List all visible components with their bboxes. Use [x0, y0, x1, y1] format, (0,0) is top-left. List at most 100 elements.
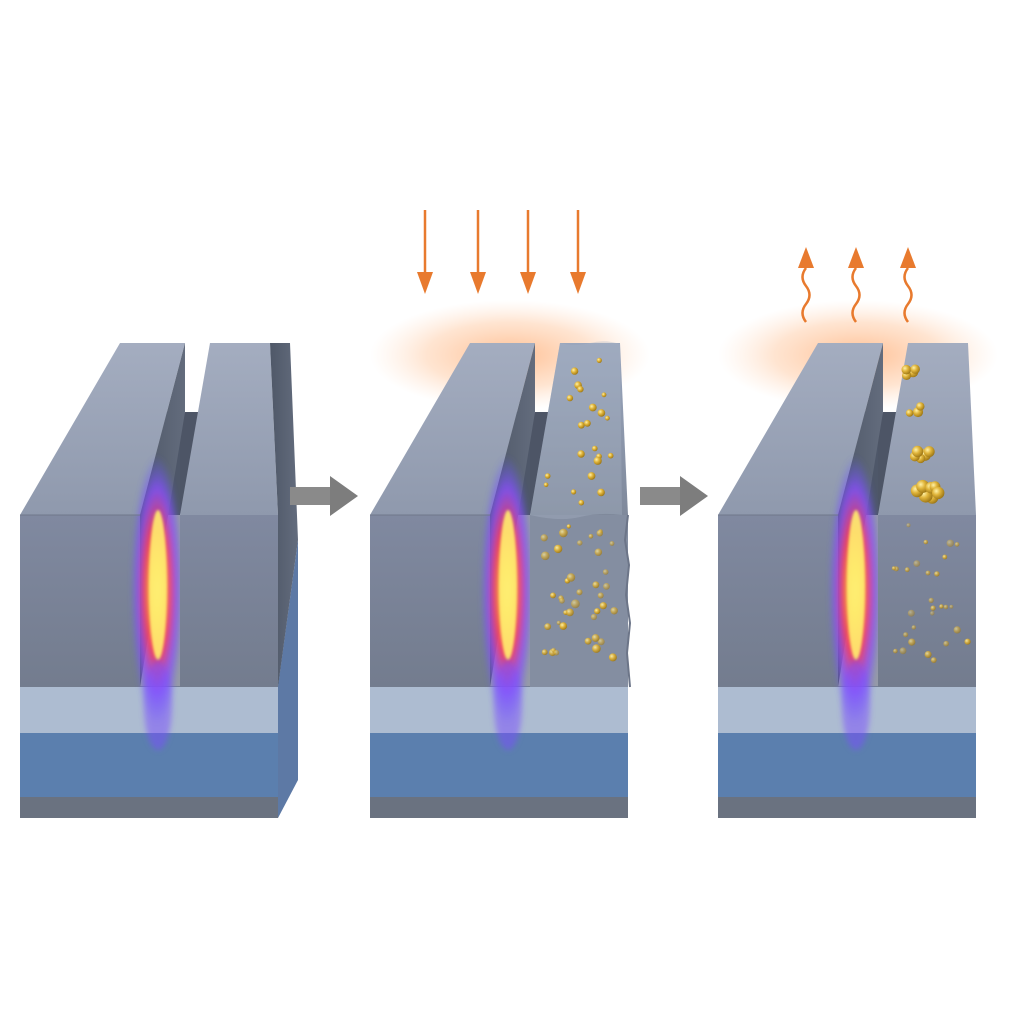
up-wavy-arrows [798, 247, 916, 323]
particle [928, 597, 934, 604]
particle [541, 551, 550, 561]
wavy-arrow-shaft [801, 267, 811, 323]
particle [596, 357, 602, 363]
blue-layer [20, 733, 278, 797]
base-layer [20, 797, 278, 818]
particle [594, 608, 601, 615]
particle [934, 571, 940, 577]
particle [597, 488, 605, 497]
stage-annealed [718, 247, 998, 818]
particle [566, 573, 576, 582]
particle [577, 421, 585, 429]
particle [949, 604, 954, 609]
particle [584, 637, 592, 645]
particle [930, 611, 935, 616]
particle [592, 644, 601, 653]
particle [602, 569, 609, 575]
transition-arrow-1 [290, 476, 358, 516]
particle [578, 499, 585, 506]
particle [610, 607, 618, 615]
right-block-top [180, 343, 278, 515]
particle [899, 647, 907, 655]
particle [609, 541, 615, 546]
particle [590, 613, 597, 621]
particle [594, 548, 603, 556]
mode-tail [144, 660, 172, 750]
left-block-front [370, 515, 490, 687]
particle [891, 566, 896, 571]
particle [566, 394, 574, 402]
porous-texture [530, 341, 622, 520]
particle [541, 649, 548, 656]
particle [954, 542, 960, 547]
down-arrow-head [520, 272, 536, 294]
transition-arrow-head [680, 476, 708, 516]
blue-layer [718, 733, 976, 797]
left-block-front [718, 515, 838, 687]
transition-arrow-shaft [640, 487, 684, 505]
left-block-top [718, 343, 883, 515]
particle [559, 622, 568, 630]
particle [601, 392, 607, 398]
particle [570, 367, 579, 375]
down-arrows [417, 210, 586, 294]
particle [924, 651, 932, 658]
particle [597, 638, 605, 646]
optical-mode-glow [829, 455, 881, 750]
particle [597, 409, 606, 417]
left-block-top [370, 343, 535, 515]
particle [592, 581, 600, 589]
down-arrow-head [417, 272, 433, 294]
mode-core [499, 510, 517, 660]
mode-tail [494, 660, 522, 750]
particle [964, 638, 971, 645]
particle [588, 534, 594, 539]
mode-core [847, 510, 865, 660]
particle [923, 539, 928, 545]
particle [566, 524, 571, 529]
wavy-arrow-shaft [903, 267, 913, 323]
porous-edge [623, 514, 632, 688]
particle [953, 626, 961, 634]
particle [588, 403, 597, 412]
mode-core [149, 510, 167, 660]
particle [906, 523, 911, 528]
optical-mode-glow [131, 455, 183, 750]
particle [905, 409, 914, 417]
particle [930, 657, 937, 663]
substrate-side [278, 540, 298, 818]
stage-infiltrated [370, 210, 650, 818]
particle [925, 570, 931, 576]
left-block-front [20, 515, 140, 687]
blue-layer [370, 733, 628, 797]
particle [904, 567, 910, 573]
particle [556, 620, 561, 626]
right-block-top [530, 343, 628, 515]
particle [577, 386, 584, 393]
transition-arrow-head [330, 476, 358, 516]
particle [597, 592, 604, 599]
particle [608, 653, 617, 662]
wavy-arrow-shaft [851, 267, 861, 323]
clustered-particles [891, 364, 971, 663]
particle [893, 648, 898, 654]
particle [571, 599, 580, 609]
particle [591, 634, 600, 642]
wavy-arrow-head [798, 247, 814, 268]
particle [576, 589, 583, 596]
down-arrow-head [470, 272, 486, 294]
particle [559, 598, 565, 604]
particle [577, 450, 585, 458]
particle [577, 540, 583, 546]
particle [603, 583, 610, 590]
particle [592, 445, 598, 452]
particle [911, 445, 924, 458]
particle [544, 623, 552, 630]
particle [596, 530, 603, 537]
particle [930, 605, 936, 611]
particle [946, 539, 954, 547]
optical-mode-glow [481, 455, 533, 750]
base-layer [718, 797, 976, 818]
